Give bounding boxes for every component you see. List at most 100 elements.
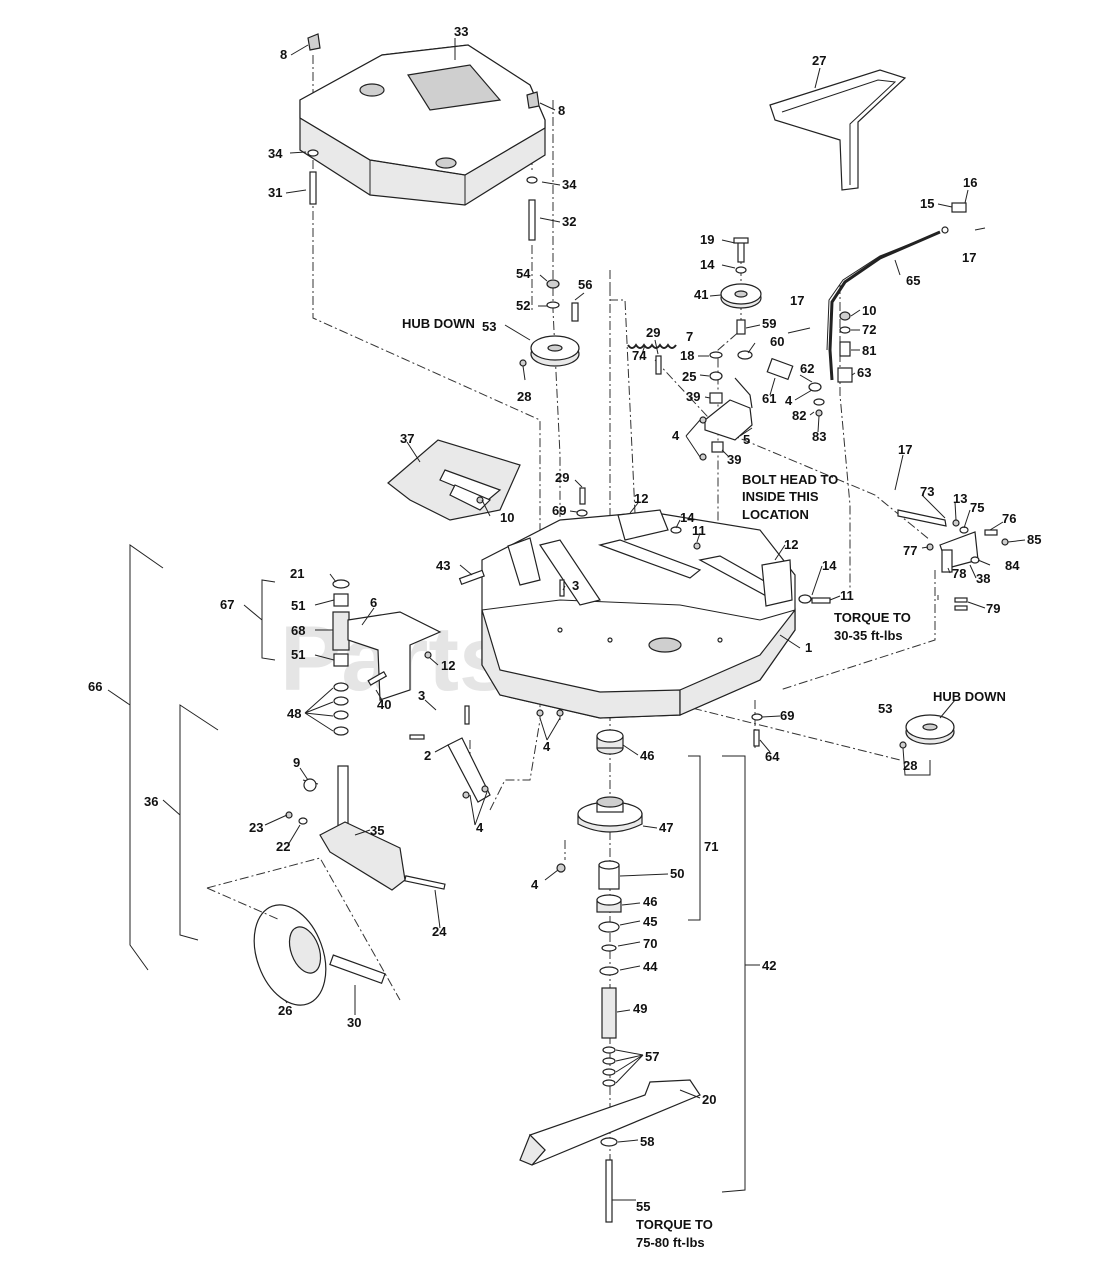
callout: 4 — [476, 820, 484, 835]
idler-pulley — [720, 283, 762, 309]
callout: 14 — [700, 257, 715, 272]
link-arm — [808, 382, 822, 392]
spindle-nut — [556, 863, 566, 873]
idler-washer — [735, 266, 747, 274]
callout-labels: 33 8 8 27 34 34 31 32 16 15 17 19 14 65 … — [88, 24, 1041, 1250]
callout: 60 — [770, 334, 784, 349]
callout: 40 — [377, 697, 391, 712]
callout: 44 — [643, 959, 658, 974]
callout: 63 — [857, 365, 871, 380]
callout: 71 — [704, 839, 718, 854]
spindle-shaft — [601, 987, 617, 1039]
callout: 11 — [840, 588, 854, 603]
callout: 30 — [347, 1015, 361, 1030]
callout: 51 — [291, 598, 305, 613]
callout: 12 — [441, 658, 455, 673]
cotter-pin-upper — [787, 327, 811, 334]
cover-clip-left — [307, 33, 321, 51]
discharge-chute — [387, 439, 521, 521]
callout: 35 — [370, 823, 384, 838]
callout: 17 — [962, 250, 976, 265]
callout: 10 — [500, 510, 514, 525]
callout: 83 — [812, 429, 826, 444]
callout: 3 — [572, 578, 579, 593]
callout: 15 — [920, 196, 934, 211]
bracket-42 — [721, 755, 746, 1193]
callout: 1 — [805, 640, 812, 655]
caster-mount-bolt — [367, 670, 388, 686]
caster-guide-lines — [206, 857, 401, 1001]
callout: 2 — [424, 748, 431, 763]
callout: 4 — [531, 877, 539, 892]
caster-pin — [302, 778, 319, 792]
caster-tube — [332, 611, 350, 651]
baffle-bolt — [409, 705, 470, 740]
callout: 70 — [643, 936, 657, 951]
callout: 51 — [291, 647, 305, 662]
leader-lines — [107, 38, 1026, 1201]
pivot-bushing-bottom — [711, 441, 724, 453]
lift-plate — [941, 549, 953, 573]
callout: 38 — [976, 571, 990, 586]
callout: 25 — [682, 369, 696, 384]
callout: 84 — [1005, 558, 1020, 573]
pulley-washer-top — [546, 301, 560, 309]
caster-axle-bolt — [404, 875, 446, 890]
callout: 13 — [953, 491, 967, 506]
callout: 39 — [686, 389, 700, 404]
callout: 33 — [454, 24, 468, 39]
pivot-spacer — [709, 371, 723, 381]
callout: 48 — [287, 706, 301, 721]
link-washer — [839, 326, 851, 334]
caster-mount-nut — [424, 651, 432, 659]
callout: 79 — [986, 601, 1000, 616]
v-belt — [769, 69, 907, 191]
link-nut — [839, 311, 851, 321]
callout: 42 — [762, 958, 776, 973]
callout: 29 — [555, 470, 569, 485]
deck-nuts-bottom — [536, 709, 564, 717]
callout: 56 — [578, 277, 592, 292]
cover-stud-right — [528, 199, 536, 241]
callout: 10 — [862, 303, 876, 318]
callout: 43 — [436, 558, 450, 573]
control-rod — [826, 202, 986, 381]
retaining-ring — [598, 921, 620, 933]
callout: 28 — [517, 389, 531, 404]
callout: 50 — [670, 866, 684, 881]
deck-side-bolt — [458, 569, 485, 586]
bracket-nut-upper — [699, 416, 707, 424]
spindle-washer-upper — [601, 944, 617, 952]
callout: 85 — [1027, 532, 1041, 547]
callout: 6 — [370, 595, 377, 610]
callout: 69 — [552, 503, 566, 518]
callout: 36 — [144, 794, 158, 809]
callout: 3 — [418, 688, 425, 703]
callout: 4 — [785, 393, 793, 408]
callout: 47 — [659, 820, 673, 835]
note: TORQUE TO — [636, 1217, 713, 1232]
callout: 27 — [812, 53, 826, 68]
pulley-nut-top — [546, 279, 560, 289]
callout: 8 — [558, 103, 565, 118]
pulley-setscrew-right — [899, 741, 907, 749]
callout: 59 — [762, 316, 776, 331]
callout: 9 — [293, 755, 300, 770]
callout: 41 — [694, 287, 708, 302]
callout: 58 — [640, 1134, 654, 1149]
callout: 22 — [276, 839, 290, 854]
bracket-66 — [129, 544, 164, 971]
callout: 31 — [268, 185, 282, 200]
deck-bolt-right — [811, 597, 831, 604]
callout: 37 — [400, 431, 414, 446]
spindle-spacer — [598, 860, 620, 890]
callout: 4 — [543, 739, 551, 754]
callout: 45 — [643, 914, 657, 929]
bracket-67 — [261, 579, 276, 661]
deck-bracket-left — [617, 509, 669, 541]
callout: 19 — [700, 232, 714, 247]
chute-nut — [476, 496, 484, 504]
caster-fork — [319, 765, 406, 891]
callout: 4 — [672, 428, 680, 443]
